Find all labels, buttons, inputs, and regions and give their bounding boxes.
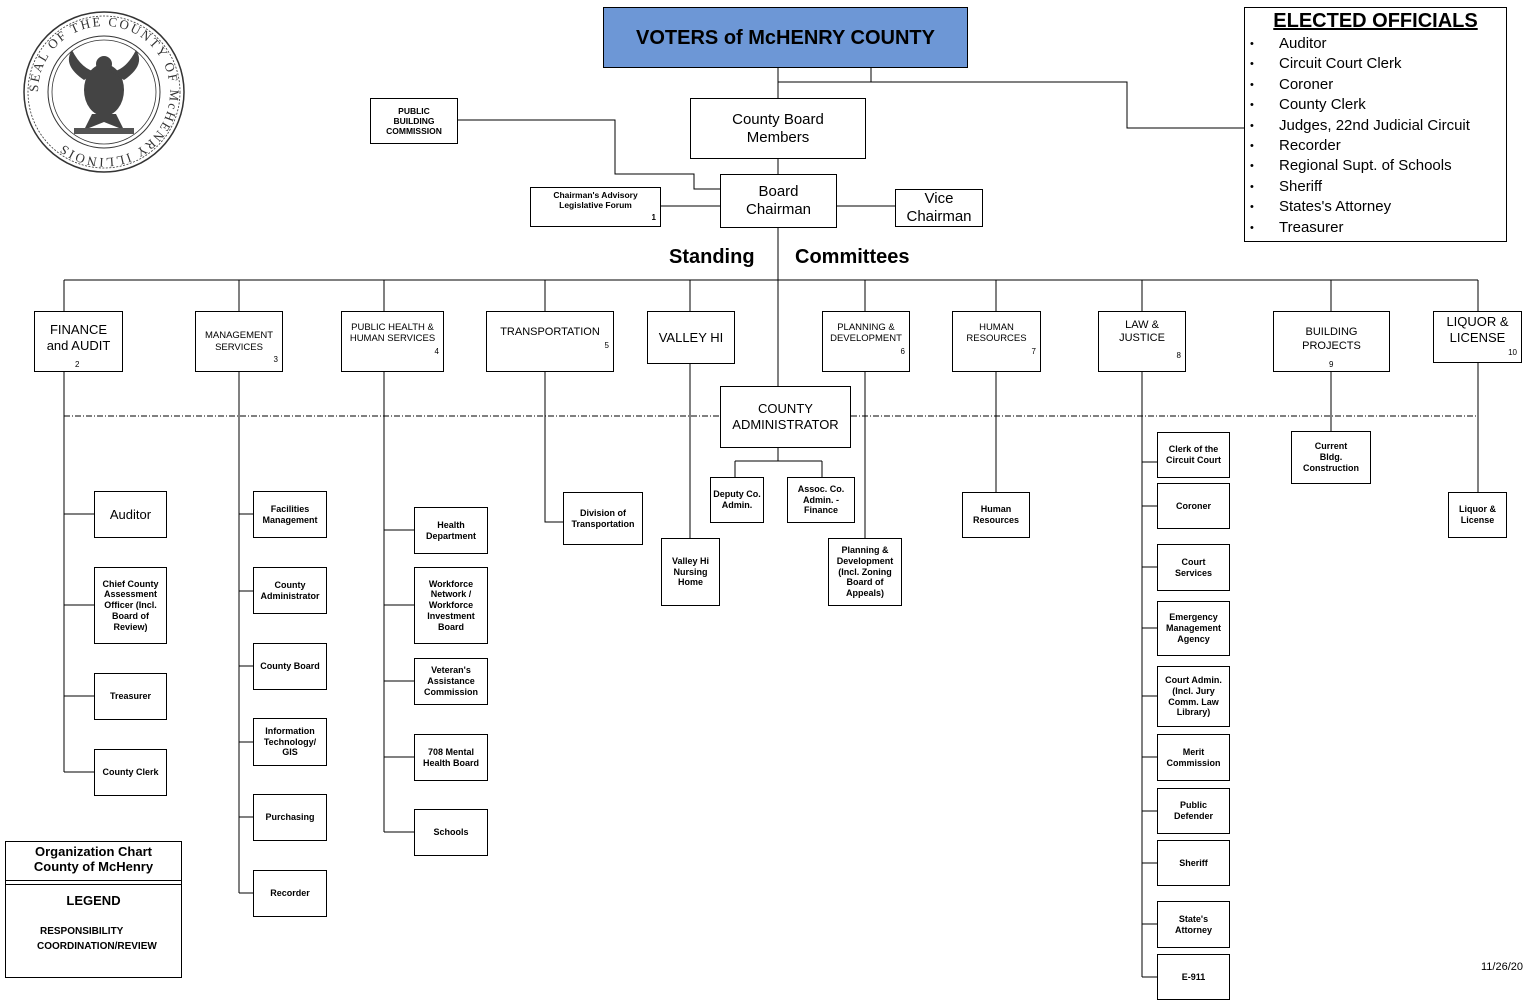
health-department-box: Health Department (414, 507, 488, 554)
committee-label: BUILDING PROJECTS (1302, 326, 1361, 352)
law-court-admin-box: Court Admin.(Incl. Jury Comm. Law Librar… (1157, 666, 1230, 727)
finance-county-clerk-box: County Clerk (94, 749, 167, 796)
law-e911-box: E-911 (1157, 954, 1230, 1000)
committee-human-resources: HUMAN RESOURCES 7 (952, 311, 1041, 372)
law-clerk-circuit-box: Clerk of the Circuit Court (1157, 432, 1230, 478)
committee-number: 3 (273, 355, 278, 365)
committee-planning-development: PLANNING & DEVELOPMENT 6 (822, 311, 910, 372)
chairmans-advisory-forum-box: Chairman's Advisory Legislative Forum 1 (530, 187, 661, 227)
health-veterans-box: Veteran's Assistance Commission (414, 658, 488, 705)
health-schools-box: Schools (414, 809, 488, 856)
committee-law-justice: LAW & JUSTICE 8 (1098, 311, 1186, 372)
assoc-admin-box: Assoc. Co. Admin. - Finance (787, 477, 855, 523)
committee-number: 10 (1508, 348, 1517, 358)
committee-number: 6 (900, 347, 905, 357)
chairmans-forum-number: 1 (651, 213, 656, 223)
chairmans-forum-label: Chairman's Advisory Legislative Forum (553, 190, 638, 211)
committee-label: MANAGEMENT SERVICES (204, 330, 274, 353)
mgmt-recorder-box: Recorder (253, 870, 327, 917)
list-item: States's Attorney (1245, 197, 1506, 217)
list-item: Recorder (1245, 136, 1506, 156)
elected-officials-list: Auditor Circuit Court Clerk Coroner Coun… (1245, 34, 1506, 238)
mgmt-purchasing-box: Purchasing (253, 794, 327, 841)
committee-label: PUBLIC HEALTH & HUMAN SERVICES (349, 322, 436, 345)
mgmt-it-gis-box: Information Technology/ GIS (253, 718, 327, 766)
county-seal: SEAL OF THE COUNTY OF McHENRY ILLINOIS (23, 11, 185, 173)
list-item: Circuit Court Clerk (1245, 54, 1506, 74)
committee-number: 2 (75, 360, 80, 370)
committee-management-services: MANAGEMENT SERVICES 3 (195, 311, 283, 372)
mgmt-county-board-box: County Board (253, 643, 327, 690)
list-item: County Clerk (1245, 95, 1506, 115)
elected-officials-panel: ELECTED OFFICIALS Auditor Circuit Court … (1244, 7, 1507, 242)
list-item: Regional Supt. of Schools (1245, 156, 1506, 176)
elected-officials-title: ELECTED OFFICIALS (1273, 10, 1478, 32)
committee-label: TRANSPORTATION (500, 326, 600, 338)
county-administrator-box: COUNTY ADMINISTRATOR (720, 386, 851, 448)
list-item: Sheriff (1245, 177, 1506, 197)
committee-label: VALLEY HI (658, 329, 724, 345)
county-board-box: County Board Members (690, 98, 866, 159)
committee-label: HUMAN RESOURCES (966, 322, 1027, 345)
committee-label: PLANNING & DEVELOPMENT (830, 322, 902, 345)
liquor-license-unit-box: Liquor & License (1448, 492, 1507, 538)
committee-label: LIQUOR & LICENSE (1446, 314, 1509, 345)
legend-divider (6, 880, 181, 885)
law-states-attorney-box: State's Attorney (1157, 901, 1230, 948)
human-resources-box: Human Resources (962, 492, 1030, 538)
committee-number: 5 (604, 341, 609, 351)
committee-number: 9 (1329, 360, 1334, 370)
valley-hi-nursing-box: Valley Hi Nursing Home (661, 538, 720, 606)
list-item: Judges, 22nd Judicial Circuit (1245, 116, 1506, 136)
law-court-services-box: Court Services (1157, 544, 1230, 591)
health-708-board-box: 708 Mental Health Board (414, 734, 488, 781)
committee-liquor-license: LIQUOR & LICENSE 10 (1433, 311, 1522, 363)
division-transportation-box: Division of Transportation (563, 492, 643, 545)
committee-public-health: PUBLIC HEALTH & HUMAN SERVICES 4 (341, 311, 444, 372)
law-public-defender-box: Public Defender (1157, 788, 1230, 834)
legend-coordination: COORDINATION/REVIEW (37, 941, 157, 952)
law-ema-box: Emergency Management Agency (1157, 601, 1230, 656)
committees-label: Committees (795, 246, 910, 268)
committee-number: 8 (1176, 351, 1181, 361)
law-coroner-box: Coroner (1157, 483, 1230, 529)
committee-number: 7 (1031, 347, 1036, 357)
voters-box: VOTERS of McHENRY COUNTY (603, 7, 968, 68)
health-workforce-box: Workforce Network / Workforce Investment… (414, 567, 488, 644)
legend-title: Organization Chart County of McHenry (33, 844, 154, 874)
legend-box: Organization Chart County of McHenry LEG… (5, 841, 182, 978)
finance-treasurer-box: Treasurer (94, 673, 167, 720)
law-sheriff-box: Sheriff (1157, 840, 1230, 886)
law-merit-commission-box: Merit Commission (1157, 734, 1230, 781)
public-building-commission-box: PUBLIC BUILDING COMMISSION (370, 98, 458, 144)
legend-responsibility: RESPONSIBILITY (40, 926, 124, 937)
list-item: Treasurer (1245, 218, 1506, 238)
deputy-admin-box: Deputy Co. Admin. (710, 477, 764, 523)
board-chairman-box: Board Chairman (720, 174, 837, 228)
current-bldg-construction-box: Current Bldg. Construction (1291, 431, 1371, 484)
committee-valley-hi: VALLEY HI (647, 311, 735, 364)
legend-subtitle: LEGEND (66, 893, 121, 908)
committee-label: LAW & JUSTICE (1119, 319, 1165, 345)
standing-label: Standing (669, 246, 755, 268)
planning-development-box: Planning & Development (Incl. Zoning Boa… (828, 538, 902, 606)
vice-chairman-box: Vice Chairman (895, 189, 983, 227)
mgmt-facilities-box: Facilities Management (253, 491, 327, 538)
date-stamp: 11/26/20 (1481, 961, 1524, 973)
committee-transportation: TRANSPORTATION 5 (486, 311, 614, 372)
finance-auditor-box: Auditor (94, 491, 167, 538)
list-item: Auditor (1245, 34, 1506, 54)
list-item: Coroner (1245, 75, 1506, 95)
committee-finance-audit: FINANCE and AUDIT 2 (34, 311, 123, 372)
mgmt-county-admin-box: County Administrator (253, 567, 327, 614)
committee-number: 4 (434, 347, 439, 357)
committee-building-projects: BUILDING PROJECTS 9 (1273, 311, 1390, 372)
committee-label: FINANCE and AUDIT (46, 321, 111, 353)
finance-assessment-box: Chief County Assessment Officer (Incl. B… (94, 567, 167, 644)
